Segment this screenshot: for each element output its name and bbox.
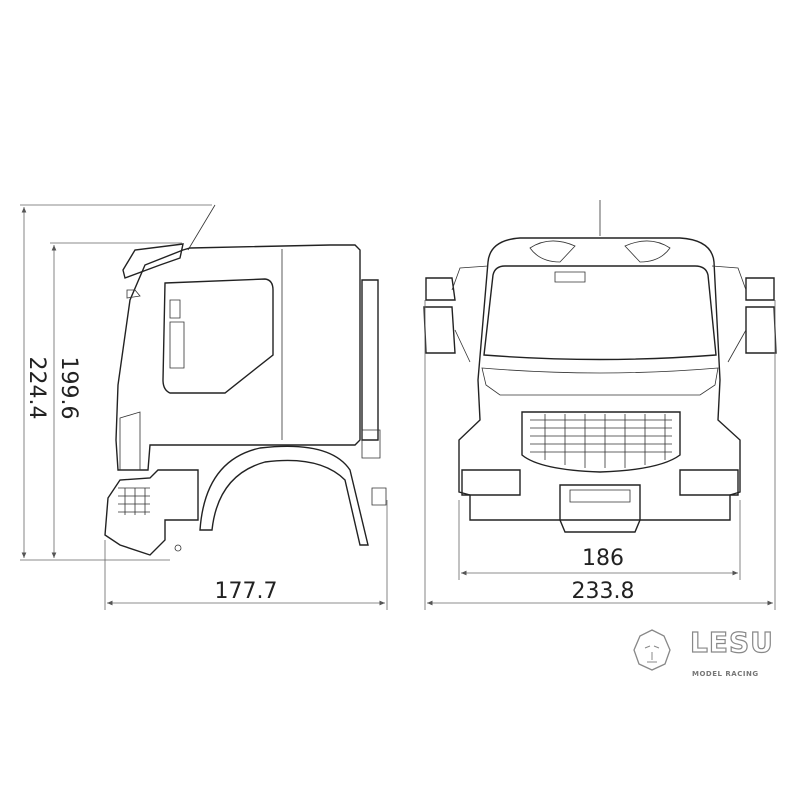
logo-brand: LESU <box>690 626 774 659</box>
dim-side-total-height: 224.4 <box>24 357 49 420</box>
dim-side-cab-height: 199.6 <box>56 357 81 420</box>
lion-head-icon <box>633 629 671 671</box>
front-view-cab <box>423 200 777 533</box>
side-view-cab <box>104 204 387 556</box>
dim-front-total-width: 233.8 <box>572 579 635 604</box>
brand-logo: LESU MODEL RACING <box>633 625 774 678</box>
dim-side-length: 177.7 <box>215 579 278 604</box>
logo-tagline: MODEL RACING <box>692 670 759 678</box>
dim-front-inner-width: 186 <box>582 546 624 571</box>
dimension-lines <box>20 204 776 610</box>
